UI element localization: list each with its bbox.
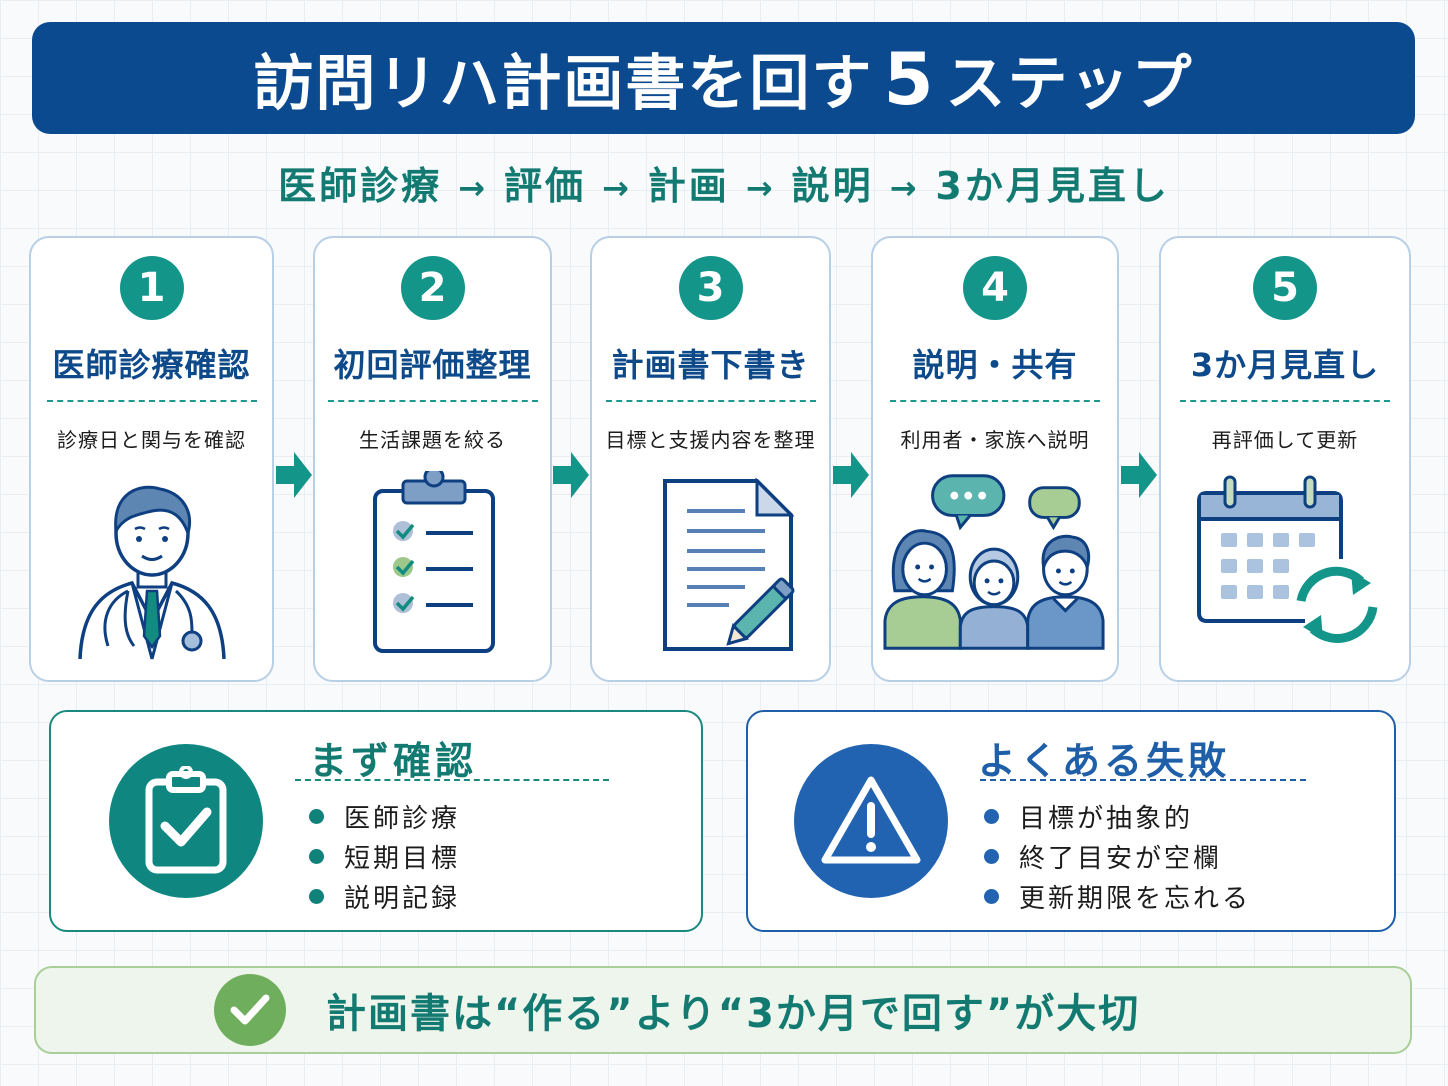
- check-circle-icon: [214, 974, 286, 1046]
- step-card-2: 2 初回評価整理 生活課題を絞る: [313, 236, 552, 682]
- flow-item: 3か月見直し: [935, 164, 1170, 208]
- step-card-4: 4 説明・共有 利用者・家族へ説明: [871, 236, 1119, 682]
- arrow-right-icon: →: [745, 169, 776, 207]
- bullet-icon: [984, 848, 999, 864]
- step-number-badge: 4: [963, 256, 1027, 320]
- list-item: 目標が抽象的: [984, 796, 1251, 836]
- doctor-icon: [77, 485, 226, 660]
- arrow-right-icon: →: [458, 169, 488, 207]
- step-description: 生活課題を絞る: [359, 428, 506, 452]
- calendar-refresh-icon: [1197, 475, 1378, 643]
- list-item: 短期目標: [309, 836, 460, 876]
- step-description: 再評価して更新: [1211, 428, 1359, 452]
- title-suffix: ステップ: [945, 48, 1194, 119]
- mistake-list: 目標が抽象的 終了目安が空欄 更新期限を忘れる: [984, 796, 1251, 916]
- flow-item: 計画: [647, 164, 730, 208]
- step-description: 診療日と関与を確認: [57, 428, 246, 452]
- flow-item: 評価: [503, 164, 586, 208]
- common-mistakes-panel: よくある失敗 目標が抽象的 終了目安が空欄 更新期限を忘れる: [746, 710, 1396, 932]
- step-number-badge: 1: [119, 256, 184, 320]
- flow-item: 説明: [791, 164, 874, 208]
- step-card-3: 3 計画書下書き 目標と支援内容を整理: [590, 236, 831, 682]
- process-flow: 医師診療 → 評価 → 計画 → 説明 → 3か月見直し: [0, 155, 1448, 210]
- list-item: 更新期限を忘れる: [984, 876, 1251, 916]
- clipboard-checklist-icon: [372, 471, 495, 653]
- key-message-banner: 計画書は“作る”より“3か月で回す”が大切: [34, 966, 1412, 1054]
- step-number-badge: 3: [678, 256, 743, 320]
- step-title: 計画書下書き: [611, 346, 810, 384]
- arrow-right-icon: [1121, 452, 1157, 498]
- dashed-divider: [890, 400, 1100, 402]
- step-number-badge: 2: [400, 256, 465, 320]
- step-title: 説明・共有: [912, 346, 1078, 384]
- dashed-divider: [327, 400, 538, 402]
- step-description: 目標と支援内容を整理: [605, 428, 816, 452]
- clipboard-check-icon: [109, 744, 263, 898]
- list-item: 説明記録: [309, 876, 460, 916]
- arrow-right-icon: [276, 452, 312, 498]
- step-title: 初回評価整理: [333, 346, 532, 384]
- key-message: 計画書は“作る”より“3か月で回す”が大切: [326, 991, 1141, 1037]
- arrow-right-icon: [553, 452, 589, 498]
- arrow-right-icon: [833, 452, 869, 498]
- bullet-icon: [984, 888, 999, 904]
- dashed-divider: [46, 400, 257, 402]
- panel-heading: まず確認: [309, 739, 478, 783]
- arrow-right-icon: →: [889, 169, 920, 207]
- bullet-icon: [309, 808, 324, 824]
- panel-heading: よくある失敗: [978, 739, 1231, 783]
- step-card-1: 1 医師診療確認 診療日と関与を確認: [29, 236, 274, 682]
- step-number-badge: 5: [1253, 256, 1317, 320]
- bullet-icon: [309, 888, 324, 904]
- arrow-right-icon: →: [601, 169, 632, 207]
- bullet-icon: [309, 848, 324, 864]
- step-card-5: 5 3か月見直し 再評価して更新: [1159, 236, 1411, 682]
- step-title: 3か月見直し: [1190, 346, 1380, 384]
- dashed-divider: [1180, 400, 1390, 402]
- title-number: 5: [883, 36, 936, 121]
- check-list: 医師診療 短期目標 説明記録: [309, 796, 460, 916]
- step-title: 医師診療確認: [52, 346, 251, 384]
- family-conversation-icon: [883, 474, 1105, 650]
- title-main: 訪問リハ計画書を回す: [253, 48, 874, 119]
- step-description: 利用者・家族へ説明: [900, 428, 1090, 452]
- dashed-divider: [295, 779, 609, 781]
- dashed-divider: [980, 779, 1306, 781]
- list-item: 終了目安が空欄: [984, 836, 1251, 876]
- document-pencil-icon: [662, 477, 795, 651]
- list-item: 医師診療: [309, 796, 460, 836]
- bullet-icon: [984, 808, 999, 824]
- first-check-panel: まず確認 医師診療 短期目標 説明記録: [49, 710, 703, 932]
- flow-item: 医師診療: [278, 164, 443, 208]
- warning-triangle-icon: [794, 744, 948, 898]
- dashed-divider: [605, 400, 816, 402]
